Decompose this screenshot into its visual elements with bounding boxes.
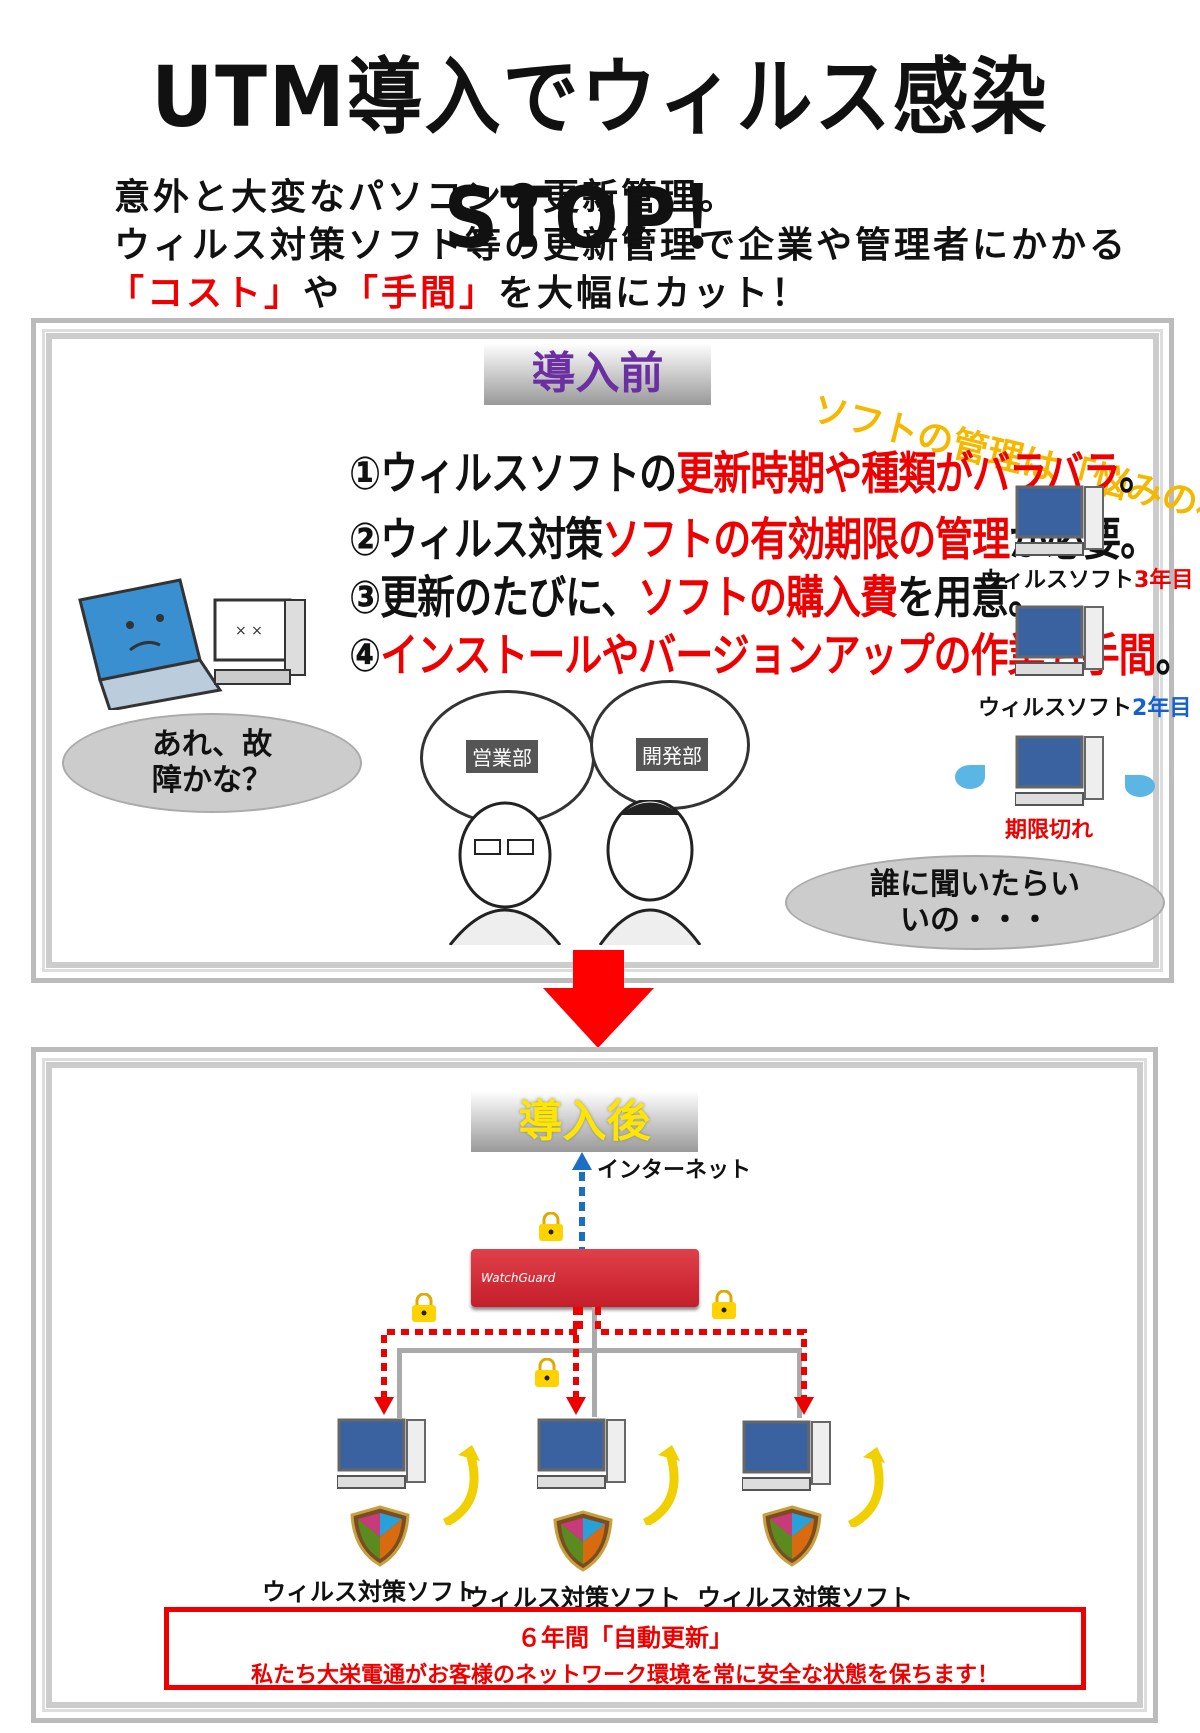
shield-icon	[350, 1505, 410, 1567]
internet-arrow-icon	[572, 1152, 592, 1250]
intro-text: を大幅にカット！	[498, 273, 811, 314]
intro-line-1: 意外と大変なパソコンの更新管理。	[114, 177, 739, 218]
cloud-right: 誰に聞いたらいいの・・・	[785, 855, 1165, 950]
client-pc-icon	[337, 1418, 426, 1489]
client-pc-icon	[537, 1418, 626, 1489]
issue-highlight: ソフトの有効期限の管理	[602, 512, 1010, 566]
lock-icon	[712, 1290, 736, 1319]
update-arrow-icon	[442, 1445, 480, 1525]
page-title: UTM導入でウィルス感染STOP！	[151, 47, 1049, 267]
update-arrow-icon	[847, 1447, 885, 1527]
auto-update-title: ６年間「自動更新」	[517, 1624, 733, 1652]
intro-text: や	[303, 273, 343, 314]
client-pc-icon	[742, 1420, 831, 1491]
pc-label-2nd-year: ウィルスソフト2年目	[978, 690, 1191, 722]
network-line	[797, 1348, 802, 1418]
software-label: ウィルス対策ソフト	[262, 1578, 478, 1606]
issue-text: 。	[1119, 446, 1157, 500]
cloud-left-text: あれ、故障かな？	[151, 727, 273, 798]
desktop-pc-icon	[1015, 735, 1104, 806]
router-brand: WatchGuard	[481, 1271, 556, 1285]
lock-icon	[539, 1212, 563, 1241]
intro-line-2: ウィルス対策ソフト等の更新管理で企業や管理者にかかる	[114, 225, 1129, 266]
sweat-drop-icon	[955, 765, 985, 789]
issue-item-2: ②ウィルス対策ソフトの有効期限の管理が必要。	[349, 502, 1158, 568]
pc-label-text: ウィルスソフト	[978, 696, 1133, 721]
pc-label-3rd-year: ウィルスソフト3年目	[980, 562, 1193, 594]
shield-icon	[553, 1510, 613, 1572]
dept-sales: 営業部	[466, 740, 538, 773]
sweat-drop-icon	[1125, 775, 1155, 797]
issue-item-3: ③更新のたびに、ソフトの購入費を用意。	[349, 560, 1046, 626]
auto-update-message: 私たち大栄電通がお客様のネットワーク環境を常に安全な状態を保ちます！	[250, 1663, 999, 1688]
lock-icon	[412, 1293, 436, 1322]
lock-icon	[535, 1358, 559, 1387]
network-line	[397, 1348, 802, 1353]
effort-highlight: 「手間」	[342, 273, 499, 314]
desktop-pc-icon	[1015, 485, 1104, 556]
cloud-right-text: 誰に聞いたらいいの・・・	[870, 866, 1080, 938]
worried-people-illustration	[448, 800, 702, 945]
before-label: 導入前	[484, 343, 711, 405]
desktop-pc-icon	[1015, 605, 1104, 676]
pc-label-year: 3年目	[1134, 568, 1194, 593]
cloud-left: あれ、故障かな？	[62, 713, 362, 813]
network-line	[592, 1307, 597, 1417]
issue-text: ②ウィルス対策	[349, 512, 603, 566]
after-label: 導入後	[471, 1091, 698, 1152]
issue-text: ③更新のたびに、	[349, 570, 639, 624]
utm-router: WatchGuard	[471, 1249, 699, 1307]
issue-text: 。	[1155, 628, 1194, 682]
down-arrow-icon	[543, 950, 654, 1048]
issue-text: ④	[349, 628, 381, 682]
svg-text:× ×: × ×	[235, 623, 263, 639]
dept-dev: 開発部	[636, 738, 708, 771]
pc-label-year: 2年目	[1132, 696, 1192, 721]
auto-update-box: ６年間「自動更新」 私たち大栄電通がお客様のネットワーク環境を常に安全な状態を保…	[164, 1607, 1086, 1690]
cost-highlight: 「コスト」	[108, 273, 304, 314]
broken-computers-illustration: × ×	[78, 578, 306, 710]
issue-highlight: ソフトの購入費	[638, 570, 898, 624]
network-line	[397, 1348, 402, 1418]
intro-line-3: 「コスト」や「手間」を大幅にカット！	[108, 264, 810, 316]
pc-label-expired: 期限切れ	[1005, 818, 1094, 843]
update-paths	[374, 1307, 814, 1415]
issue-text: ①ウィルスソフトの	[349, 446, 677, 500]
update-arrow-icon	[642, 1445, 680, 1525]
shield-icon	[762, 1505, 822, 1567]
pc-label-text: ウィルスソフト	[980, 568, 1135, 593]
internet-label: インターネット	[597, 1158, 752, 1183]
